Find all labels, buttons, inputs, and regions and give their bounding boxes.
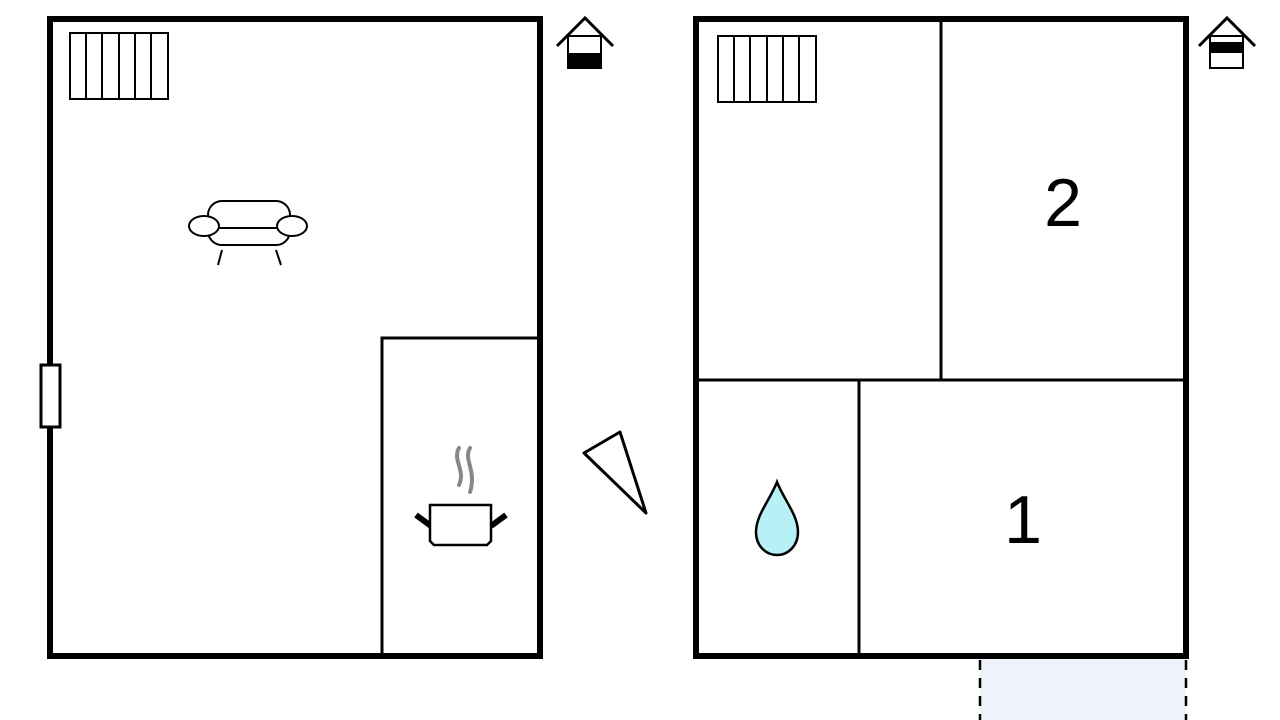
north-arrow-icon (582, 430, 648, 515)
outer-wall (47, 16, 543, 659)
water-drop-icon (754, 478, 800, 557)
terrace (980, 658, 1186, 720)
house-level-icon (555, 15, 615, 69)
ground-floor (39, 15, 615, 659)
sofa-icon (188, 200, 308, 266)
room-label-2: 2 (1044, 165, 1082, 241)
room-label-1: 1 (1004, 482, 1042, 558)
kitchen-pot-icon (414, 446, 508, 547)
door-icon (39, 363, 62, 429)
kitchen-wall (380, 336, 538, 655)
radiator-icon (717, 35, 817, 103)
upper-floor (693, 15, 1257, 720)
house-level-icon (1197, 15, 1257, 69)
radiator-icon (69, 32, 169, 100)
